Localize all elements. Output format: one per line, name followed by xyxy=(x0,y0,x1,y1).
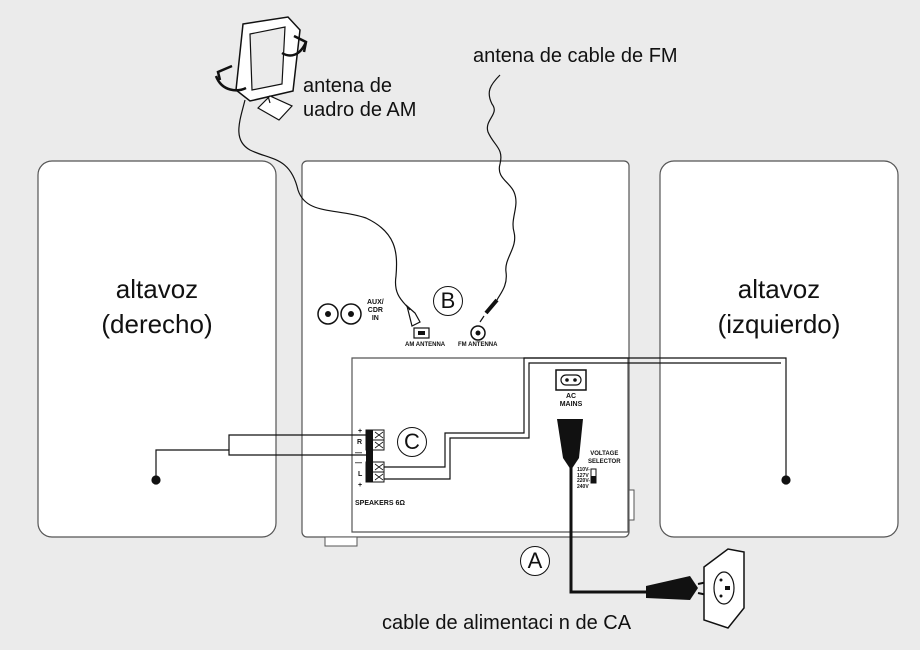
voltage-label-line1: VOLTAGE xyxy=(590,451,619,457)
voltage-220: 220V- xyxy=(577,478,591,484)
marker-b: B xyxy=(433,286,463,316)
voltage-option-high: 220V- 240V xyxy=(577,478,590,490)
aux-label: AUX/ CDR IN xyxy=(367,299,384,323)
main-unit-foot xyxy=(324,536,358,547)
voltage-option-low: 110V- 127V xyxy=(577,467,590,479)
voltage-selector-label: VOLTAGE SELECTOR xyxy=(588,450,621,466)
aux-label-line3: IN xyxy=(371,315,379,322)
am-loop-antenna xyxy=(214,16,308,121)
am-antenna-panel-label: AM ANTENNA xyxy=(405,342,446,348)
speaker-left-box xyxy=(659,160,899,538)
speaker-right-box xyxy=(37,160,277,538)
terminal-plus-bottom: + xyxy=(358,482,363,489)
power-cable-label: cable de alimentaci n de CA xyxy=(382,612,632,634)
ac-label-line1: AC xyxy=(565,393,577,400)
aux-jacks xyxy=(317,303,362,325)
speaker-left-label: altavoz (izquierdo) xyxy=(660,272,898,342)
terminal-plus-top: + xyxy=(358,428,363,435)
am-antenna-label-line2: uadro de AM xyxy=(303,99,417,121)
voltage-110: 110V- xyxy=(577,467,590,473)
speaker-left-label-line2: (izquierdo) xyxy=(717,309,841,339)
marker-c: C xyxy=(397,427,427,457)
fm-antenna-socket xyxy=(470,298,499,341)
ac-socket xyxy=(555,369,587,391)
speaker-right-label-line1: altavoz xyxy=(115,274,199,304)
voltage-240: 240V xyxy=(577,484,589,490)
am-antenna-label-line1: antena de xyxy=(303,75,392,97)
wall-socket xyxy=(703,548,745,629)
terminal-l: L xyxy=(358,471,363,478)
terminal-minus-top: — xyxy=(355,450,362,457)
terminal-minus-bottom: — xyxy=(355,460,362,467)
voltage-label-line2: SELECTOR xyxy=(588,459,621,465)
fm-wire-antenna xyxy=(486,74,517,301)
aux-label-line1: AUX/ xyxy=(367,299,384,306)
main-unit-side-tab xyxy=(628,489,635,521)
am-antenna-cable xyxy=(238,99,411,311)
marker-a: A xyxy=(520,546,550,576)
speaker-left-label-line1: altavoz xyxy=(737,274,821,304)
aux-label-line2: CDR xyxy=(367,307,383,314)
fm-antenna-label: antena de cable de FM xyxy=(473,45,678,67)
power-cable xyxy=(557,419,713,600)
voltage-127: 127V xyxy=(577,473,589,479)
ac-mains-label: AC MAINS xyxy=(556,393,586,409)
ac-label-line2: MAINS xyxy=(559,401,583,408)
speaker-right-label: altavoz (derecho) xyxy=(38,272,276,342)
speaker-cable-right xyxy=(151,434,366,485)
fm-antenna-panel-label: FM ANTENNA xyxy=(458,342,498,348)
am-antenna-terminal xyxy=(405,304,430,339)
terminal-r: R xyxy=(357,439,363,446)
speakers-panel-label: SPEAKERS 6Ω xyxy=(355,500,405,507)
speaker-cable-left xyxy=(384,357,791,485)
speaker-right-label-line2: (derecho) xyxy=(101,309,213,339)
